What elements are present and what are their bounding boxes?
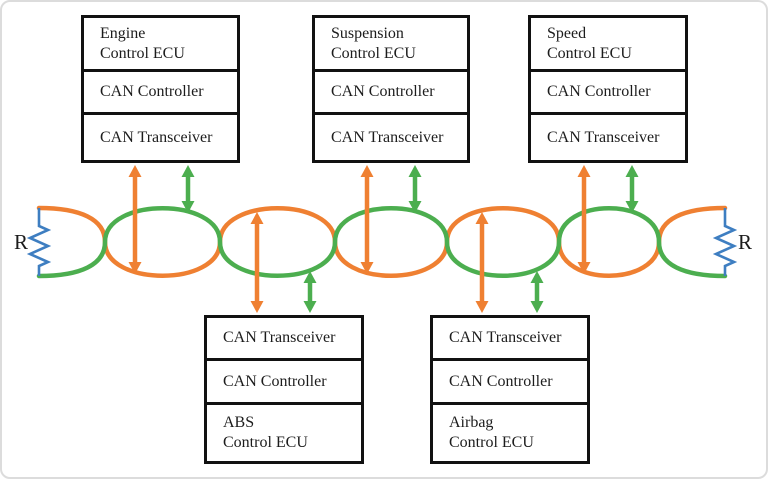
- left-termination-resistor: [26, 208, 52, 276]
- airbag-ecu-label: Airbag Control ECU: [449, 414, 534, 451]
- engine-bus-green-arrow: [181, 165, 195, 213]
- engine-can-transceiver: CAN Transceiver: [100, 128, 213, 146]
- abs-ecu-node: CAN Transceiver CAN Controller ABS Contr…: [204, 315, 364, 464]
- engine-ecu-label: Engine Control ECU: [84, 18, 237, 72]
- speed-can-controller: CAN Controller: [531, 72, 685, 115]
- airbag-ecu-node: CAN Transceiver CAN Controller Airbag Co…: [430, 315, 590, 464]
- can-bus-orange-wire: [36, 205, 728, 278]
- can-bus-green-wire: [36, 206, 728, 279]
- abs-can-transceiver: CAN Transceiver: [207, 318, 361, 361]
- airbag-bus-green-arrow: [530, 271, 544, 313]
- engine-can-controller: CAN Controller: [84, 72, 237, 115]
- abs-bus-green-arrow: [303, 271, 317, 313]
- abs-bus-orange-arrow: [250, 212, 264, 313]
- engine-bus-orange-arrow: [128, 165, 142, 274]
- airbag-can-controller: CAN Controller: [433, 361, 587, 405]
- speed-ecu-node: Speed Control ECU CAN Controller CAN Tra…: [528, 15, 688, 163]
- suspension-can-controller: CAN Controller: [315, 72, 467, 115]
- suspension-ecu-label: Suspension Control ECU: [315, 18, 467, 72]
- suspension-bus-green-arrow: [408, 165, 422, 213]
- speed-can-transceiver: CAN Transceiver: [547, 128, 660, 146]
- speed-ecu-label: Speed Control ECU: [531, 18, 685, 72]
- abs-can-controller: CAN Controller: [207, 361, 361, 405]
- airbag-bus-orange-arrow: [475, 212, 489, 313]
- right-resistor-label: R: [738, 230, 752, 254]
- suspension-ecu-node: Suspension Control ECU CAN Controller CA…: [312, 15, 470, 163]
- suspension-bus-orange-arrow: [360, 165, 374, 274]
- abs-ecu-label: ABS Control ECU: [223, 414, 308, 451]
- engine-ecu-node: Engine Control ECU CAN Controller CAN Tr…: [81, 15, 240, 163]
- suspension-can-transceiver: CAN Transceiver: [331, 128, 444, 146]
- speed-bus-orange-arrow: [577, 165, 591, 274]
- left-resistor-label: R: [14, 230, 28, 254]
- speed-bus-green-arrow: [625, 165, 639, 213]
- right-termination-resistor: [712, 208, 738, 276]
- airbag-can-transceiver: CAN Transceiver: [433, 318, 587, 361]
